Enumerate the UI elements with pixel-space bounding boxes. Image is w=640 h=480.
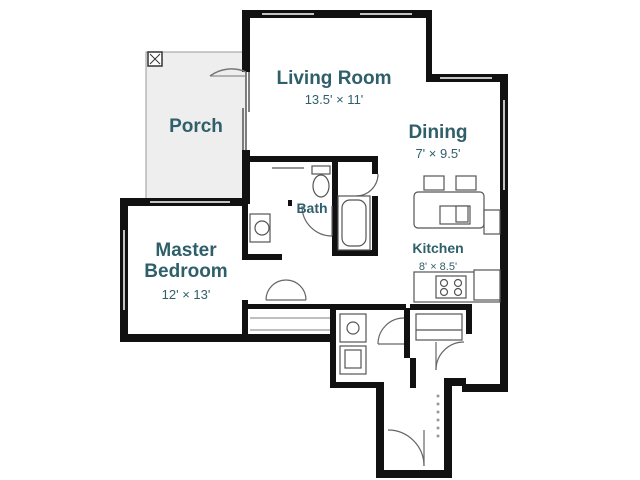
living-room-name: Living Room <box>276 68 391 89</box>
kitchen-name: Kitchen <box>412 240 463 256</box>
kitchen-fixtures <box>413 175 501 303</box>
master-bedroom-name-line2: Bedroom <box>144 261 227 282</box>
room-labels: Living Room 13.5' × 11' Dining 7' × 9.5'… <box>144 68 467 302</box>
laundry-fixtures <box>339 313 463 375</box>
entry-closet <box>436 394 440 438</box>
living-room-dims: 13.5' × 11' <box>305 92 364 107</box>
range <box>435 275 467 299</box>
master-bedroom-name-line1: Master <box>155 240 217 261</box>
master-bedroom-dims: 12' × 13' <box>162 287 211 302</box>
toilet-tank <box>311 165 331 175</box>
porch-sliding-door <box>209 68 250 150</box>
porch-name: Porch <box>169 116 223 137</box>
bath-name: Bath <box>296 200 327 216</box>
dining-dims: 7' × 9.5' <box>415 146 460 161</box>
windows <box>123 13 505 310</box>
kitchen-dims: 8' × 8.5' <box>419 261 457 273</box>
bar-stool-2 <box>455 175 477 191</box>
dining-name: Dining <box>408 122 467 143</box>
toilet-bowl <box>312 174 330 198</box>
bar-stool-1 <box>423 175 445 191</box>
utility-closet <box>415 313 463 341</box>
refrigerator <box>483 209 501 235</box>
bath-fixtures <box>249 165 371 251</box>
